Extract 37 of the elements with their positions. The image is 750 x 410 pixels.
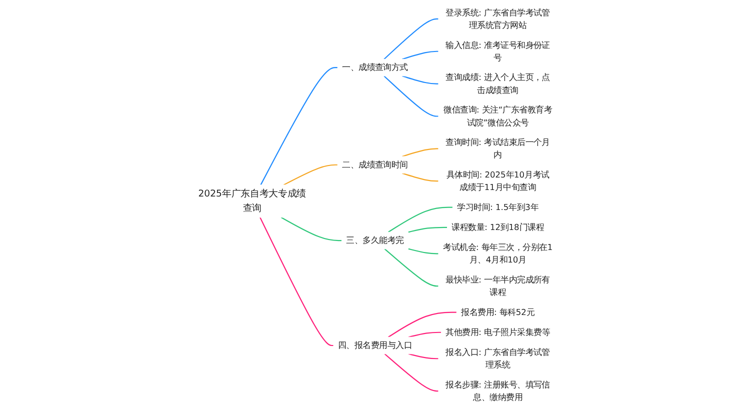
connector	[402, 148, 438, 158]
node-text: 具体时间: 2025年10月考试成绩于11月中旬查询	[446, 170, 550, 192]
connector	[408, 353, 438, 360]
node-text: 输入信息: 准考证号和身份证号	[446, 40, 550, 62]
connector	[260, 217, 334, 346]
node-text: 学习时间: 1.5年到3年	[457, 202, 539, 212]
connector	[384, 76, 438, 117]
connector	[402, 172, 438, 182]
connector	[283, 164, 338, 186]
connector	[384, 353, 438, 392]
node-text: 报名入口: 广东省自学考试管理系统	[446, 347, 550, 370]
connector	[408, 332, 442, 338]
node-text: 最快毕业: 一年半内完成所有课程	[446, 274, 550, 298]
connector	[408, 226, 448, 233]
connector	[388, 312, 457, 338]
node-text: 2025年广东自考大专成绩查询	[198, 188, 306, 214]
node-text: 考试机会: 每年三次，分别在1月、4月和10月	[443, 242, 553, 265]
node-text: 二、成绩查询时间	[342, 160, 408, 170]
node-text: 查询时间: 考试结束后一个月内	[446, 137, 550, 160]
node-text: 四、报名费用与入口	[338, 340, 412, 350]
connector	[384, 18, 438, 60]
node-text: 其他费用: 电子照片采集费等	[446, 327, 550, 338]
connector	[388, 206, 453, 233]
node-text: 登录系统: 广东省自学考试管理系统官方网站	[446, 8, 550, 30]
node-text: 三、多久能考完	[346, 235, 404, 246]
connector	[280, 216, 342, 242]
node-text: 报名费用: 每科52元	[461, 307, 535, 318]
node-text: 查询成绩: 进入个人主页，点击成绩查询	[446, 72, 550, 95]
node-text: 报名步骤: 注册账号、填写信息、缴纳费用	[446, 380, 550, 402]
connector	[384, 248, 438, 287]
connector	[402, 75, 438, 84]
node-text: 一、成绩查询方式	[342, 62, 408, 72]
connector	[408, 248, 438, 254]
node-text: 课程数量: 12到18门课程	[452, 222, 544, 232]
connector	[260, 67, 338, 186]
connector	[402, 50, 438, 60]
node-text: 微信查询: 关注“广东省教育考试院”微信公众号	[444, 104, 552, 128]
